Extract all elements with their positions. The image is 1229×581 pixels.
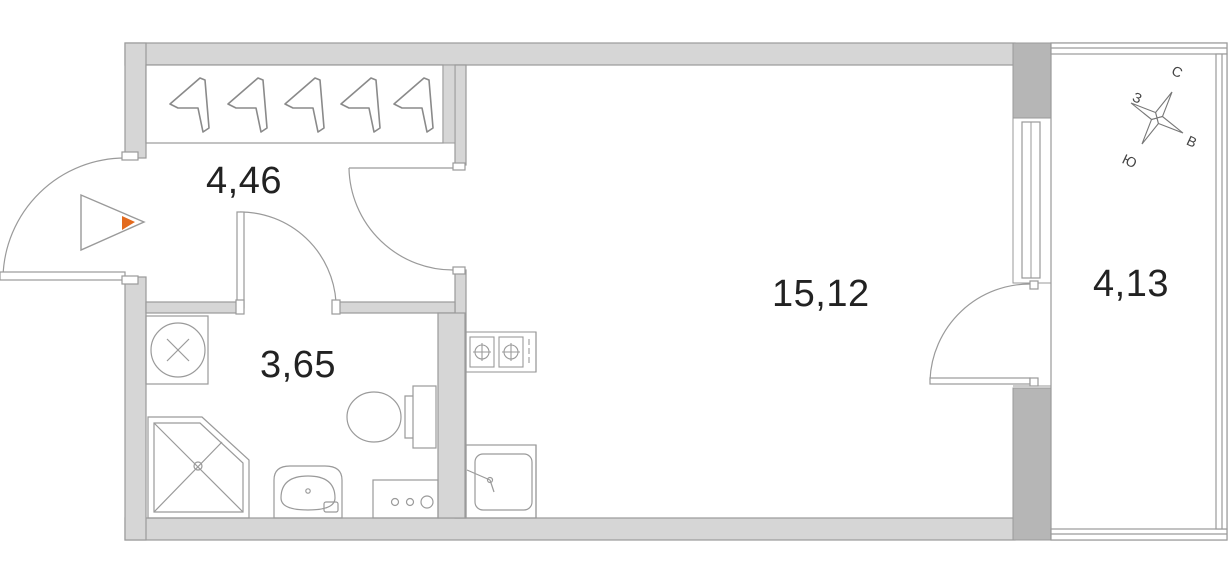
compass-icon: С З В Ю — [1120, 62, 1200, 171]
stove-icon — [465, 331, 537, 373]
balcony-door — [929, 280, 1039, 387]
entry-door — [0, 151, 139, 285]
shower-icon — [147, 416, 250, 519]
compass-south: Ю — [1120, 151, 1140, 171]
wardrobe — [145, 64, 456, 144]
toilet-icon — [346, 385, 437, 449]
compass-east: В — [1184, 132, 1199, 150]
compass-west: З — [1130, 89, 1144, 107]
living-door — [348, 162, 466, 275]
bathroom-door — [235, 211, 341, 315]
entry-arrow-icon — [80, 193, 146, 252]
washing-machine-icon — [372, 479, 439, 519]
living-area-label: 15,12 — [772, 273, 870, 315]
hall-area-label: 4,46 — [206, 160, 282, 202]
balcony — [1050, 42, 1228, 541]
hanger-icon — [169, 77, 434, 133]
right-wall — [1012, 42, 1052, 541]
bathroom-area-label: 3,65 — [260, 344, 336, 386]
sink-icon — [465, 444, 537, 519]
balcony-area-label: 4,13 — [1093, 263, 1169, 305]
ventilation-icon — [145, 315, 209, 385]
washbasin-icon — [273, 465, 343, 519]
compass-north: С — [1169, 62, 1185, 81]
